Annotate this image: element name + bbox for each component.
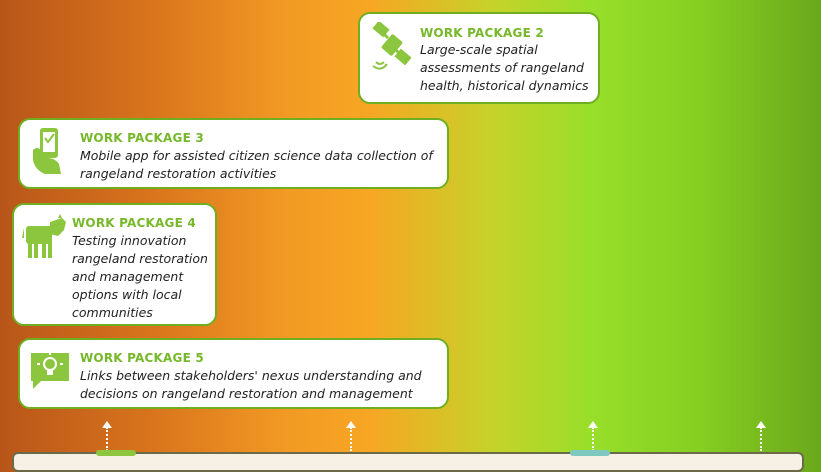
upward-arrow-4 <box>756 421 766 451</box>
foundation-bar <box>12 450 804 472</box>
work-package-4-title: WORK PACKAGE 4 <box>72 216 196 230</box>
work-package-2-card: WORK PACKAGE 2 Large-scale spatial asses… <box>358 12 600 104</box>
work-package-5-card: WORK PACKAGE 5 Links between stakeholder… <box>18 338 449 409</box>
foundation-icon-right <box>570 450 610 456</box>
work-package-4-description: Testing innovation rangeland restoration… <box>72 233 208 320</box>
work-package-5-title: WORK PACKAGE 5 <box>80 351 204 365</box>
work-package-3-title: WORK PACKAGE 3 <box>80 131 204 145</box>
foundation-icon-left <box>96 450 136 456</box>
cow-icon <box>22 214 66 258</box>
upward-arrow-2 <box>346 421 356 451</box>
mobile-phone-icon <box>33 128 61 174</box>
lightbulb-icon <box>31 352 69 389</box>
work-package-2-title: WORK PACKAGE 2 <box>420 26 544 40</box>
work-package-3-card: WORK PACKAGE 3 Mobile app for assisted c… <box>18 118 449 189</box>
work-package-5-description: Links between stakeholders' nexus unders… <box>80 368 422 401</box>
work-package-3-description: Mobile app for assisted citizen science … <box>80 148 433 181</box>
upward-arrow-1 <box>102 421 112 451</box>
work-package-4-card: WORK PACKAGE 4 Testing innovation rangel… <box>12 203 217 326</box>
work-package-2-description: Large-scale spatial assessments of range… <box>420 42 589 93</box>
satellite-icon <box>372 22 412 70</box>
upward-arrow-3 <box>588 421 598 451</box>
